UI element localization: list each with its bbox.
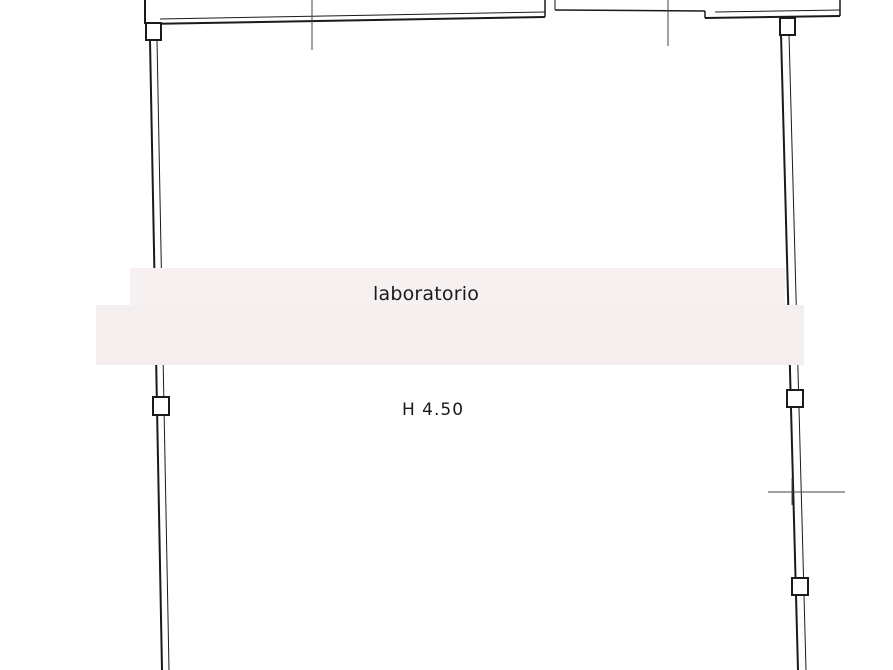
structural-columns bbox=[145, 17, 809, 596]
room-name-label: laboratorio bbox=[373, 283, 480, 305]
top-wall bbox=[144, 0, 841, 25]
column bbox=[786, 389, 804, 408]
reference-lines bbox=[311, 0, 845, 505]
room-height-label: H 4.50 bbox=[402, 400, 465, 420]
column bbox=[779, 17, 796, 36]
column bbox=[791, 577, 809, 596]
column bbox=[145, 22, 162, 41]
column bbox=[152, 396, 170, 416]
redaction-band bbox=[96, 268, 804, 365]
